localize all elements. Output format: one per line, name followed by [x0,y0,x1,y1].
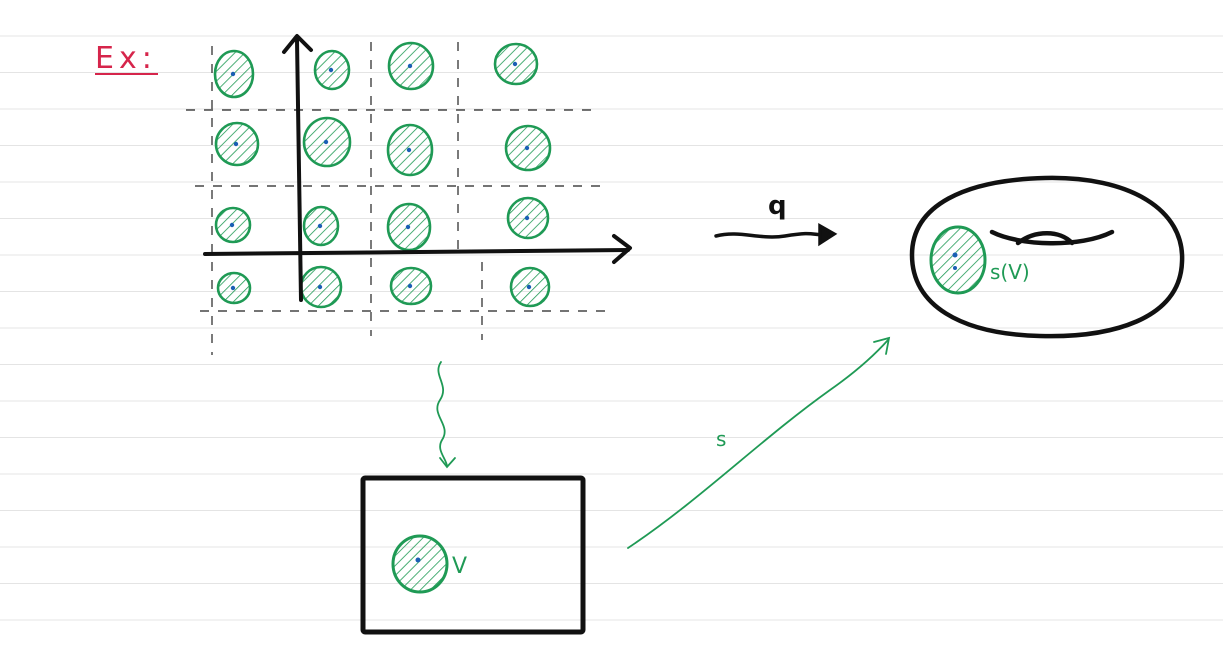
y-axis [295,38,303,302]
projection-squiggle-arrow [436,361,456,469]
map-s-arrow-shaft [627,339,889,549]
disc-lattice [213,41,552,309]
lattice-disc-center-dot [230,285,236,291]
lattice-disc-center-dot [407,63,413,69]
torus [909,175,1185,339]
lattice-disc-center-dot [230,71,236,77]
disc-v-dot [415,557,421,563]
map-q-arrow-shaft [714,231,824,239]
fundamental-domain-rectangle [360,475,586,635]
dashed-grid [186,42,612,355]
disc-v [391,534,449,594]
map-q-label: q [768,191,787,221]
torus-outline [909,175,1185,339]
squiggle-shaft [436,361,448,467]
lattice-disc-center-dot [406,147,412,153]
lattice-disc-center-dot [328,67,334,73]
lattice-disc-center-dot [317,223,323,229]
map-s-arrow-head [873,336,891,355]
y-axis-arrowhead [282,34,313,54]
lattice-disc-center-dot [317,284,323,290]
torus-hole-lower [1015,231,1075,246]
lattice-disc-center-dot [407,283,413,289]
map-s-label: s [716,427,726,451]
x-axis [203,248,630,256]
lattice-disc-center-dot [229,222,235,228]
coordinate-axes [203,34,632,302]
lattice-disc-center-dot [405,224,411,230]
lattice-disc-center-dot [526,284,532,290]
set-v-label: V [452,554,467,579]
squiggle-head [439,457,456,469]
ruled-lines [0,35,1223,621]
disc-sv-dot-2 [953,266,957,270]
torus-hole-upper [989,229,1115,246]
lattice-disc-center-dot [524,145,530,151]
map-q-arrow-head [818,222,838,247]
lattice-disc-center-dot [323,139,329,145]
lattice-disc-center-dot [233,141,239,147]
rectangle-disc-v [391,534,449,594]
x-axis-arrowhead [612,234,632,264]
ex-label: Ex: [95,41,157,76]
torus-disc-sv [929,225,987,295]
map-s-arrow [627,336,891,549]
disc-sv [929,225,987,295]
lattice-disc-center-dot [524,215,530,221]
set-sv-label: s(V) [990,260,1030,284]
lattice-disc-center-dot [512,61,518,67]
map-q-arrow [714,222,838,247]
disc-sv-dot [952,252,958,258]
